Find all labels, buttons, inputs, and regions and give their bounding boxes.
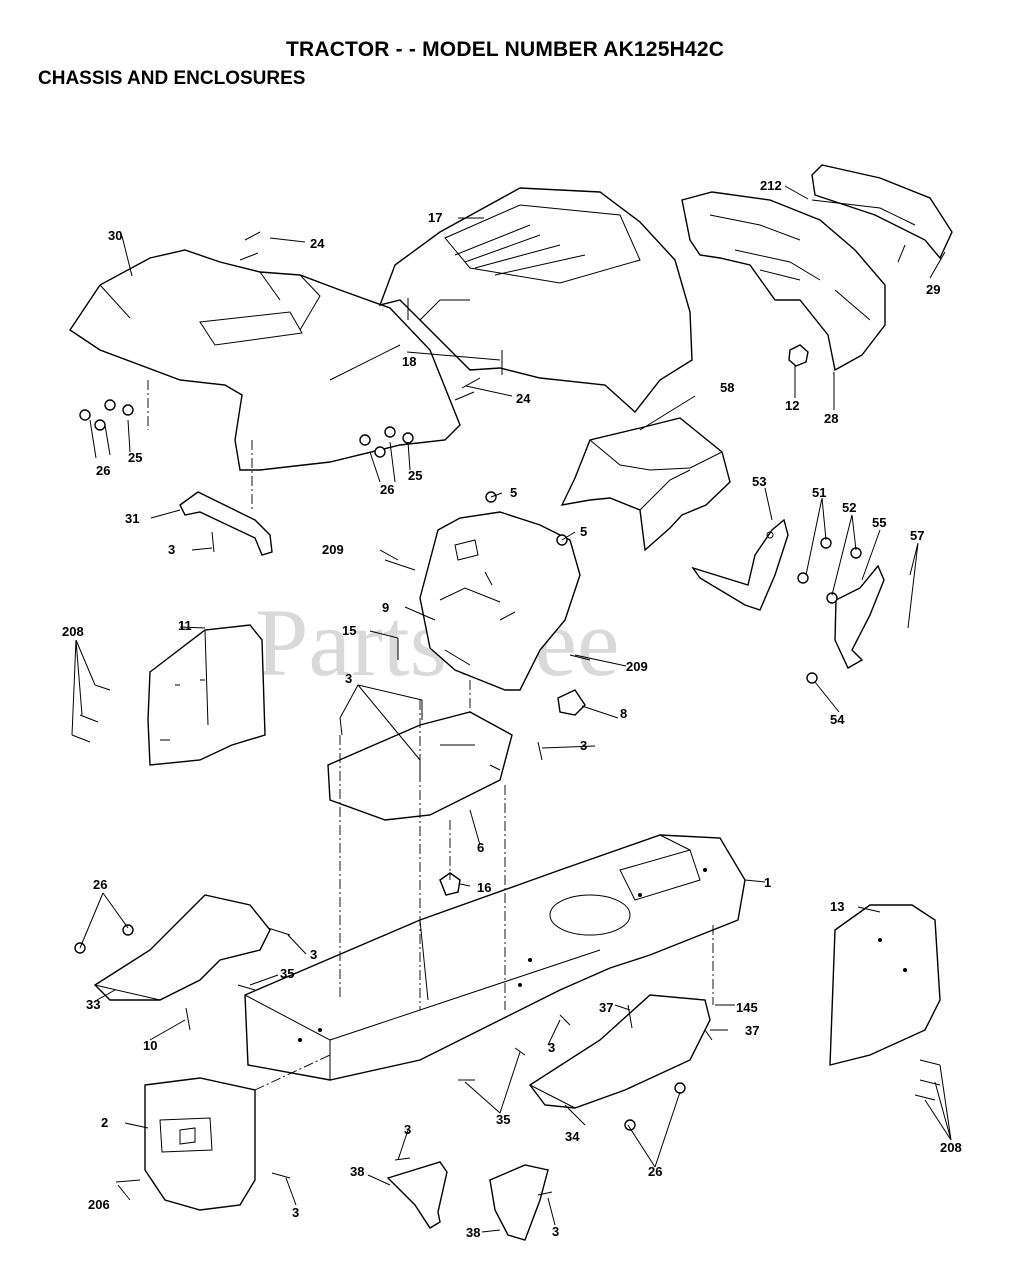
part-29-headlight-lens[interactable] — [811, 164, 953, 263]
callout-58: 58 — [720, 380, 734, 395]
callout-10: 10 — [143, 1038, 157, 1053]
callout-30: 30 — [108, 228, 122, 243]
callout-3: 3 — [548, 1040, 555, 1055]
callout-209: 209 — [322, 542, 344, 557]
part-38-bracket-right[interactable] — [489, 1164, 549, 1241]
part-8-clip[interactable] — [557, 689, 586, 716]
leader-lines — [71, 185, 952, 1233]
callout-26: 26 — [380, 482, 394, 497]
callout-55: 55 — [872, 515, 886, 530]
callout-17: 17 — [428, 210, 442, 225]
part-30-rear-fender[interactable] — [69, 249, 461, 471]
callout-11: 11 — [178, 618, 192, 633]
callout-3: 3 — [292, 1205, 299, 1220]
callout-34: 34 — [565, 1129, 580, 1144]
callout-208: 208 — [940, 1140, 962, 1155]
part-34-step-plate[interactable] — [528, 994, 711, 1109]
part-9-dash-panel[interactable] — [419, 511, 581, 691]
callout-3: 3 — [580, 738, 587, 753]
part-33-step-plate[interactable] — [93, 894, 271, 1001]
callout-206: 206 — [88, 1197, 110, 1212]
callout-24: 24 — [516, 391, 531, 406]
callout-labels: 30 24 17 212 29 18 24 12 28 58 26 25 26 … — [62, 178, 962, 1240]
callout-51: 51 — [812, 485, 826, 500]
callout-26: 26 — [96, 463, 110, 478]
callout-37: 37 — [745, 1023, 759, 1038]
callout-18: 18 — [402, 354, 416, 369]
page-title: TRACTOR - - MODEL NUMBER AK125H42C — [285, 38, 725, 61]
callout-16: 16 — [477, 880, 491, 895]
callout-38: 38 — [350, 1164, 364, 1179]
callout-3: 3 — [552, 1224, 559, 1239]
callout-31: 31 — [125, 511, 139, 526]
part-16-nut[interactable] — [439, 872, 461, 896]
callout-212: 212 — [760, 178, 782, 193]
callout-8: 8 — [620, 706, 627, 721]
callout-3: 3 — [404, 1122, 411, 1137]
callout-29: 29 — [926, 282, 940, 297]
part-31-bracket[interactable] — [179, 491, 273, 556]
callout-26: 26 — [93, 877, 107, 892]
callout-38: 38 — [466, 1225, 480, 1240]
callout-35: 35 — [280, 966, 294, 981]
callout-145: 145 — [736, 1000, 758, 1015]
part-13-side-panel-right[interactable] — [829, 904, 941, 1066]
part-55-plate[interactable] — [834, 564, 885, 669]
callout-2: 2 — [101, 1115, 108, 1130]
callout-6: 6 — [477, 840, 484, 855]
callout-5: 5 — [580, 524, 587, 539]
part-12-nut[interactable] — [788, 344, 809, 367]
callout-52: 52 — [842, 500, 856, 515]
callout-28: 28 — [824, 411, 838, 426]
callout-15: 15 — [342, 623, 356, 638]
callout-24: 24 — [310, 236, 325, 251]
callout-3: 3 — [168, 542, 175, 557]
callout-9: 9 — [382, 600, 389, 615]
callout-25: 25 — [128, 450, 142, 465]
callout-209: 209 — [626, 659, 648, 674]
callout-208: 208 — [62, 624, 84, 639]
callout-33: 33 — [86, 997, 100, 1012]
callout-26: 26 — [648, 1164, 662, 1179]
part-38-bracket-left[interactable] — [386, 1161, 448, 1229]
callout-1: 1 — [764, 875, 771, 890]
callout-53: 53 — [752, 474, 766, 489]
part-2-front-panel[interactable] — [144, 1077, 256, 1211]
part-53-bracket[interactable] — [691, 518, 789, 611]
callout-3: 3 — [310, 947, 317, 962]
alignment-lines — [147, 380, 714, 1091]
callout-3: 3 — [345, 671, 352, 686]
section-subtitle: CHASSIS AND ENCLOSURES — [38, 68, 306, 89]
part-212-grille-housing[interactable] — [681, 191, 886, 372]
part-58-dash-shroud[interactable] — [560, 417, 731, 552]
callout-54: 54 — [830, 712, 845, 727]
hardware — [71, 231, 941, 1196]
part-11-side-panel-left[interactable] — [147, 624, 266, 766]
callout-25: 25 — [408, 468, 422, 483]
callout-37: 37 — [599, 1000, 613, 1015]
callout-35: 35 — [496, 1112, 510, 1127]
callout-12: 12 — [785, 398, 799, 413]
callout-13: 13 — [830, 899, 844, 914]
callout-5: 5 — [510, 485, 517, 500]
part-1-main-frame[interactable] — [244, 834, 746, 1081]
callout-57: 57 — [910, 528, 924, 543]
